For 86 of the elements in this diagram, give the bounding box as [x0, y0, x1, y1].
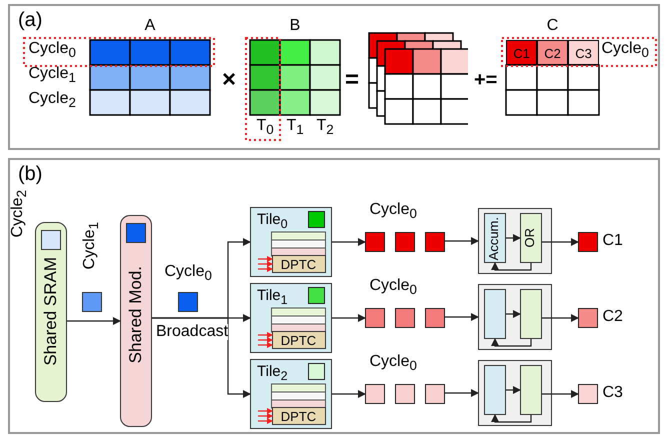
- input-arrow: [258, 256, 273, 262]
- data-square: [365, 232, 385, 252]
- data-square: [365, 308, 385, 328]
- side-label: T$_{0}$: [256, 118, 274, 136]
- unit-box: [478, 360, 552, 426]
- data-square: [425, 308, 445, 328]
- side-label: Cycle$_{0}$: [164, 264, 212, 282]
- arrow: [445, 389, 479, 397]
- arrow: [332, 314, 366, 322]
- input-arrow: [258, 418, 273, 424]
- data-square: [40, 230, 60, 250]
- operator-sign: =: [345, 68, 360, 92]
- unit-box: [478, 284, 552, 350]
- tile-box: [250, 283, 332, 353]
- input-arrow: [258, 337, 273, 343]
- side-label: Cycle$_{0}$: [28, 40, 76, 60]
- register-box: [520, 364, 542, 414]
- accumulator-box: [484, 288, 506, 338]
- arrow: [67, 317, 121, 325]
- arrow: [506, 234, 521, 242]
- arrow: [542, 238, 579, 246]
- matrix-cell: C1: [506, 40, 537, 65]
- data-square: [425, 232, 445, 252]
- matrix-cell: C2: [537, 40, 568, 65]
- arrow: [542, 390, 579, 398]
- modulator-label: Shared Mod.: [127, 266, 144, 364]
- operator-sign: ×: [222, 68, 236, 92]
- accumulator-box: Accum.: [484, 212, 506, 262]
- input-arrow: [258, 342, 273, 348]
- feedback-arrow: [491, 414, 532, 423]
- broadcast-arrow: [152, 317, 251, 398]
- arrow: [506, 386, 521, 394]
- tile-label: Tile$_{2}$: [257, 364, 288, 382]
- data-square: [126, 222, 146, 242]
- data-square: [365, 384, 385, 404]
- tile-label: Tile$_{0}$: [257, 212, 288, 230]
- side-label: Cycle$_{0}$: [370, 202, 417, 220]
- matrix-label: B: [288, 18, 302, 34]
- panel-frame: [8, 158, 660, 434]
- panel-label: (b): [18, 164, 42, 184]
- matrix-label: C: [546, 18, 560, 34]
- input-arrow: [258, 413, 273, 419]
- core-box: DPTC: [272, 254, 326, 272]
- input-arrow: [258, 408, 273, 414]
- memory-label: Shared SRAM: [42, 257, 59, 366]
- feedback-arrow: [491, 338, 532, 347]
- arrow: [445, 313, 479, 321]
- side-label: T$_{2}$: [316, 118, 334, 136]
- side-label: C2: [602, 308, 623, 324]
- matrix-cell: C3: [568, 40, 599, 65]
- panel-frame: [8, 4, 660, 150]
- register-box: [520, 288, 542, 338]
- tile-box: [250, 359, 332, 429]
- side-label: Cycle$_{2}$: [28, 90, 76, 110]
- tile-label: Tile$_{1}$: [257, 288, 288, 306]
- arrow: [332, 390, 366, 398]
- side-label: Cycle$_{0}$: [370, 354, 417, 372]
- register-box: OR: [520, 212, 542, 262]
- core-box: DPTC: [272, 406, 326, 424]
- side-label: Cycle$_{0}$: [370, 278, 417, 296]
- matrix-label: A: [144, 18, 156, 34]
- data-square: [308, 286, 324, 304]
- panel-label: (a): [18, 10, 42, 30]
- edge-label: Broadcast: [156, 324, 228, 340]
- operator-sign: +=: [474, 70, 498, 90]
- side-label: Cycle$_{1}$: [28, 66, 76, 84]
- tile-box: [250, 207, 332, 277]
- side-label: Cycle$_{0}$: [602, 40, 649, 60]
- data-square: [425, 384, 445, 404]
- side-label: T$_{1}$: [286, 118, 304, 136]
- side-label: C3: [602, 384, 623, 400]
- modulator-bar: [120, 215, 152, 427]
- arrow: [332, 238, 366, 246]
- input-arrow: [258, 332, 273, 338]
- input-arrow: [258, 261, 273, 267]
- core-box: DPTC: [272, 330, 326, 348]
- accumulator-box: [484, 364, 506, 414]
- unit-box: [478, 208, 552, 274]
- input-arrow: [258, 266, 273, 272]
- arrow: [445, 237, 479, 245]
- feedback-arrow: [491, 262, 532, 271]
- data-square: [308, 210, 324, 228]
- arrow: [542, 314, 579, 322]
- data-square: [308, 362, 324, 380]
- arrow: [506, 310, 521, 318]
- side-label: C1: [602, 232, 623, 248]
